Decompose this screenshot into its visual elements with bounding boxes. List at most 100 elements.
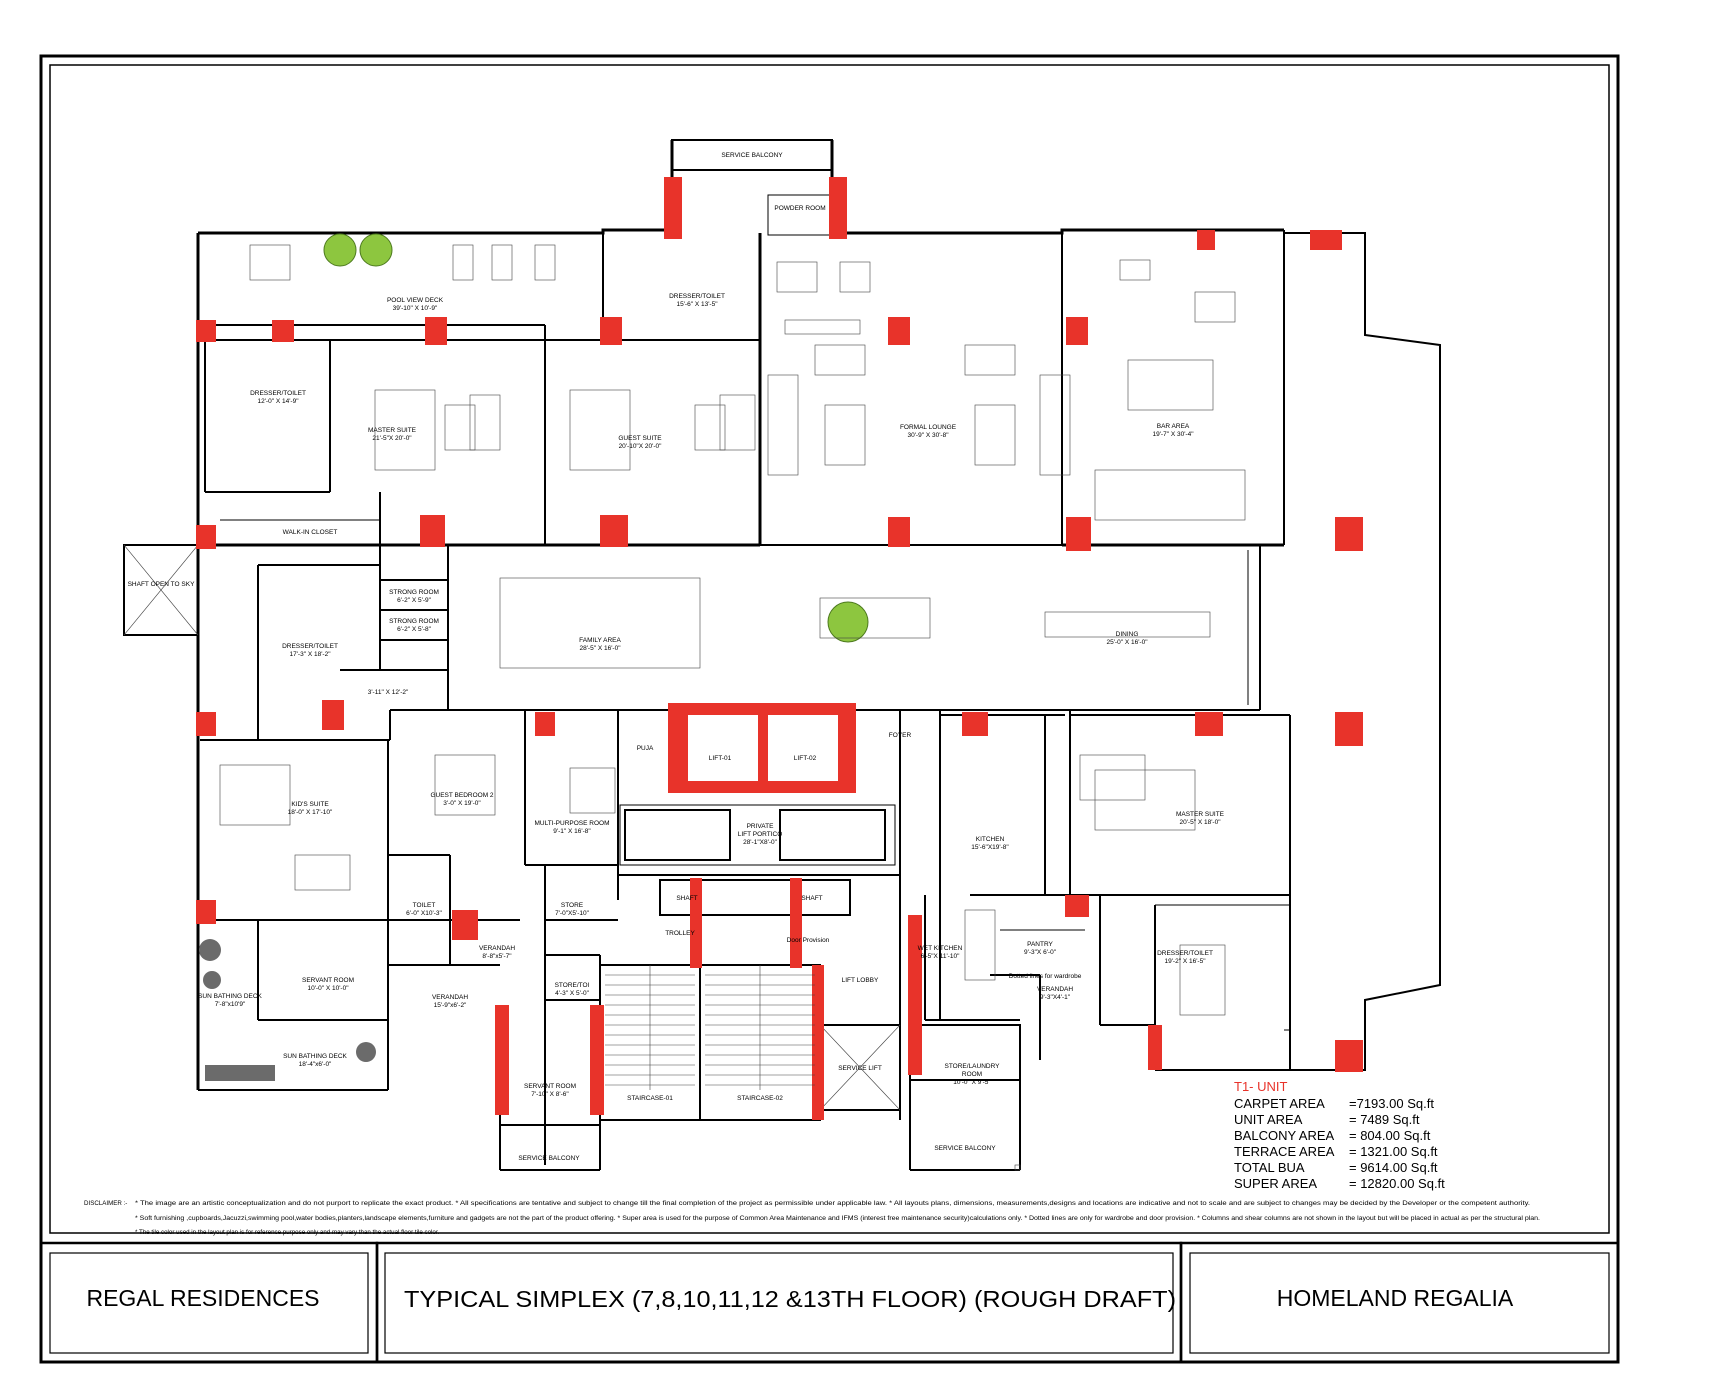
svg-text:= 1321.00 Sq.ft: = 1321.00 Sq.ft <box>1349 1144 1438 1159</box>
svg-text:6'-2" X 5'-9": 6'-2" X 5'-9" <box>397 597 432 604</box>
svg-text:VERANDAH: VERANDAH <box>432 994 468 1001</box>
svg-text:20'-10"X 20'-0": 20'-10"X 20'-0" <box>619 443 663 450</box>
disclaimer-label: DISCLAIMER :- <box>84 1200 127 1207</box>
svg-text:19'-7" X 30'-4": 19'-7" X 30'-4" <box>1152 431 1194 438</box>
svg-text:6'-0" X10'-3": 6'-0" X10'-3" <box>406 910 442 917</box>
svg-text:FOYER: FOYER <box>889 732 912 739</box>
svg-text:ROOM: ROOM <box>962 1071 982 1078</box>
project-name-left: REGAL RESIDENCES <box>86 1285 319 1311</box>
svg-text:SERVANT ROOM: SERVANT ROOM <box>302 977 354 984</box>
svg-text:39'-10" X 10'-9": 39'-10" X 10'-9" <box>393 305 438 312</box>
svg-text:7'-0"X5'-10": 7'-0"X5'-10" <box>555 910 590 917</box>
svg-text:3'-11" X 12'-2": 3'-11" X 12'-2" <box>368 689 409 696</box>
svg-text:28'-1"X8'-0": 28'-1"X8'-0" <box>743 839 778 846</box>
svg-text:SERVICE BALCONY: SERVICE BALCONY <box>518 1155 580 1162</box>
svg-text:KITCHEN: KITCHEN <box>976 836 1005 843</box>
svg-text:12'-0" X 14'-9": 12'-0" X 14'-9" <box>257 398 299 405</box>
furniture <box>219 244 1246 1171</box>
svg-text:SERVANT ROOM: SERVANT ROOM <box>524 1083 576 1090</box>
svg-text:BAR AREA: BAR AREA <box>1157 423 1190 430</box>
svg-text:7'-8"x10'9": 7'-8"x10'9" <box>215 1001 246 1008</box>
svg-text:STAIRCASE-02: STAIRCASE-02 <box>737 1095 783 1102</box>
svg-text:POWDER ROOM: POWDER ROOM <box>774 205 825 212</box>
svg-text:STORE/TOI: STORE/TOI <box>555 982 590 989</box>
svg-text:4'-3" X 5'-0": 4'-3" X 5'-0" <box>555 990 590 997</box>
svg-text:SHAFT: SHAFT <box>801 895 822 902</box>
svg-text:15'-6"X19'-8": 15'-6"X19'-8" <box>971 844 1009 851</box>
svg-text:19'-2" X 16'-5": 19'-2" X 16'-5" <box>1164 958 1206 965</box>
svg-text:FORMAL LOUNGE: FORMAL LOUNGE <box>900 424 957 431</box>
svg-text:20'-5" X 18'-0": 20'-5" X 18'-0" <box>1179 819 1221 826</box>
staircase-treads <box>605 965 815 1090</box>
svg-text:7'-10" X 8'-6": 7'-10" X 8'-6" <box>531 1091 569 1098</box>
svg-text:WALK-IN CLOSET: WALK-IN CLOSET <box>283 529 338 536</box>
svg-text:DRESSER/TOILET: DRESSER/TOILET <box>1157 950 1213 957</box>
svg-text:SUPER AREA: SUPER AREA <box>1234 1176 1317 1191</box>
svg-text:= 12820.00 Sq.ft: = 12820.00 Sq.ft <box>1349 1176 1445 1191</box>
svg-text:STORE/LAUNDRY: STORE/LAUNDRY <box>944 1063 1000 1070</box>
svg-text:DINING: DINING <box>1116 631 1139 638</box>
svg-text:LIFT LOBBY: LIFT LOBBY <box>842 977 879 984</box>
svg-text:SUN BATHING DECK: SUN BATHING DECK <box>198 993 262 1000</box>
svg-text:CARPET AREA: CARPET AREA <box>1234 1096 1325 1111</box>
svg-text:TOILET: TOILET <box>413 902 436 909</box>
svg-text:GUEST SUITE: GUEST SUITE <box>618 435 662 442</box>
svg-text:PANTRY: PANTRY <box>1027 941 1053 948</box>
svg-text:LIFT PORTICO: LIFT PORTICO <box>738 831 783 838</box>
svg-text:6'-2" X 5'-8": 6'-2" X 5'-8" <box>397 626 432 633</box>
svg-text:LIFT-01: LIFT-01 <box>709 755 732 762</box>
disclaimer-line-2: * Soft furnishing ,cupboards,Jacuzzi,swi… <box>135 1215 1540 1222</box>
unit-title: T1- UNIT <box>1234 1079 1288 1094</box>
svg-text:WET KITCHEN: WET KITCHEN <box>918 945 963 952</box>
room-labels: SERVICE BALCONY POWDER ROOM POOL VIEW DE… <box>128 152 1225 1162</box>
svg-text:PRIVATE: PRIVATE <box>747 823 775 830</box>
svg-text:PUJA: PUJA <box>637 745 654 752</box>
svg-text:= 7489 Sq.ft: = 7489 Sq.ft <box>1349 1112 1420 1127</box>
svg-text:6'-5"X 11'-10": 6'-5"X 11'-10" <box>921 953 960 960</box>
svg-text:LIFT-02: LIFT-02 <box>794 755 817 762</box>
svg-text:9'-3"X4'-1": 9'-3"X4'-1" <box>1040 994 1071 1001</box>
svg-text:MASTER SUITE: MASTER SUITE <box>368 427 417 434</box>
svg-text:SHAFT: SHAFT <box>676 895 697 902</box>
svg-text:MULTI-PURPOSE ROOM: MULTI-PURPOSE ROOM <box>535 820 610 827</box>
svg-text:VERANDAH: VERANDAH <box>1037 986 1073 993</box>
svg-text:8'-8"x5'-7": 8'-8"x5'-7" <box>482 953 512 960</box>
svg-text:= 804.00 Sq.ft: = 804.00 Sq.ft <box>1349 1128 1431 1143</box>
svg-text:DRESSER/TOILET: DRESSER/TOILET <box>669 293 725 300</box>
svg-text:BALCONY AREA: BALCONY AREA <box>1234 1128 1335 1143</box>
svg-text:Dotted lines for wardrobe: Dotted lines for wardrobe <box>1009 973 1082 980</box>
terrace-outline <box>1284 232 1441 1071</box>
planters <box>199 233 869 1081</box>
unit-area-table: T1- UNIT CARPET AREA =7193.00 Sq.ft UNIT… <box>1234 1079 1445 1191</box>
svg-text:TROLLEY: TROLLEY <box>665 930 695 937</box>
svg-text:Door Provision: Door Provision <box>787 937 830 944</box>
svg-text:18'-4"x6'-0": 18'-4"x6'-0" <box>299 1061 332 1068</box>
svg-text:TOTAL BUA: TOTAL BUA <box>1234 1160 1305 1175</box>
svg-text:21'-5"X 20'-0": 21'-5"X 20'-0" <box>372 435 412 442</box>
drawing-frame <box>49 64 1610 1234</box>
svg-text:3'-0" X 19'-0": 3'-0" X 19'-0" <box>443 800 481 807</box>
svg-text:10'-0" X 9'-5": 10'-0" X 9'-5" <box>953 1079 991 1086</box>
svg-text:28'-5" X 16'-0": 28'-5" X 16'-0" <box>579 645 621 652</box>
svg-text:DRESSER/TOILET: DRESSER/TOILET <box>282 643 338 650</box>
svg-text:10'-0" X 10'-0": 10'-0" X 10'-0" <box>307 985 349 992</box>
title-box-right <box>1179 1241 1620 1364</box>
svg-text:9'-3"X 6'-0": 9'-3"X 6'-0" <box>1024 949 1057 956</box>
svg-text:POOL VIEW DECK: POOL VIEW DECK <box>387 297 444 304</box>
svg-text:17'-3" X 18'-2": 17'-3" X 18'-2" <box>289 651 331 658</box>
svg-text:UNIT AREA: UNIT AREA <box>1234 1112 1303 1127</box>
svg-text:STAIRCASE-01: STAIRCASE-01 <box>627 1095 673 1102</box>
svg-text:SHAFT OPEN TO SKY: SHAFT OPEN TO SKY <box>128 581 195 588</box>
drawing-title: TYPICAL SIMPLEX (7,8,10,11,12 &13TH FLOO… <box>404 1286 1176 1312</box>
structural-columns <box>196 177 1363 1120</box>
disclaimer: DISCLAIMER :- * The image are an artisti… <box>84 1200 1540 1236</box>
svg-text:SERVICE BALCONY: SERVICE BALCONY <box>934 1145 996 1152</box>
disclaimer-line-1: * The image are an artistic conceptualiz… <box>135 1200 1530 1207</box>
svg-text:15'-6" X 13'-5": 15'-6" X 13'-5" <box>676 301 718 308</box>
svg-text:15'-9"x6'-2": 15'-9"x6'-2" <box>434 1002 467 1009</box>
svg-text:TERRACE AREA: TERRACE AREA <box>1234 1144 1335 1159</box>
svg-text:30'-9" X 30'-8": 30'-9" X 30'-8" <box>907 432 949 439</box>
svg-text:GUEST BEDROOM 2: GUEST BEDROOM 2 <box>430 792 493 799</box>
disclaimer-line-3: * The tile color used in the layout plan… <box>135 1229 440 1236</box>
svg-text:SERVICE BALCONY: SERVICE BALCONY <box>721 152 783 159</box>
